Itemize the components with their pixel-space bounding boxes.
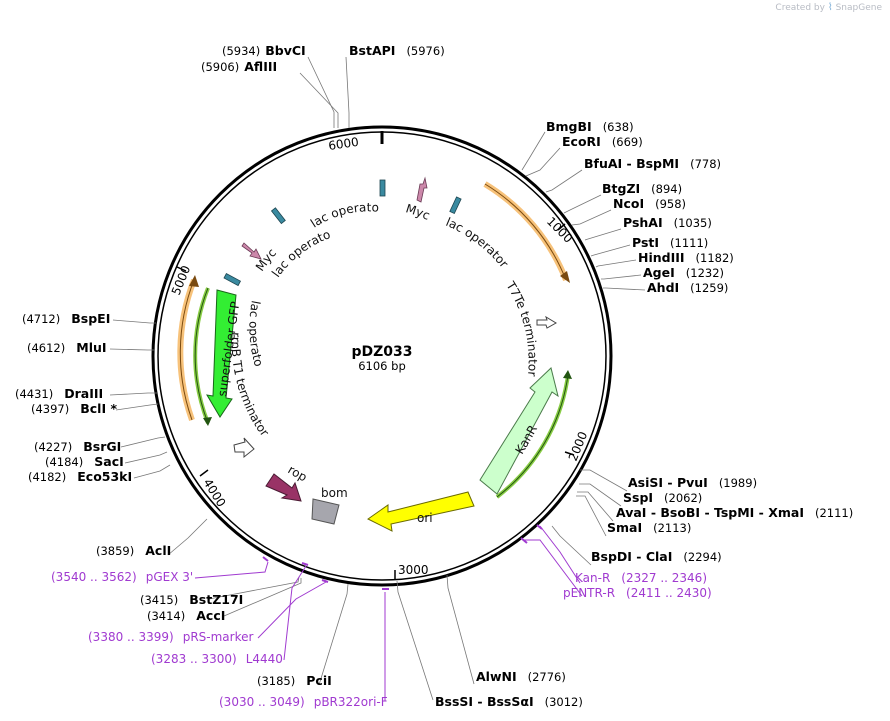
site-bspdi-clai: BspDI - ClaI(2294) [591, 549, 722, 564]
feature-lac-operator-1 [379, 179, 386, 197]
orf-highlight-upper-line [484, 183, 567, 281]
plasmid-name: pDZ033 [351, 344, 412, 360]
site-alwni: AlwNI(2776) [476, 669, 566, 684]
orf-arrow-gfp [203, 417, 212, 426]
site-mlui: (4612)MluI [27, 340, 107, 355]
site-agei: AgeI(1232) [643, 265, 724, 280]
label-lac-operator-1: lac operator [0, 0, 379, 231]
label-lac-operator-2: lac operator [0, 0, 332, 280]
primer-labels: Kan-R(2327 .. 2346) pENTR-R(2411 .. 2430… [51, 570, 712, 709]
site-bbvci: (5934)BbvCI [222, 43, 306, 58]
site-bspei: (4712)BspEI [22, 311, 110, 326]
site-afliii: (5906)AflIII [201, 59, 277, 74]
site-avai-bsobi-tspmi-xmai: AvaI - BsoBI - TspMI - XmaI(2111) [616, 505, 853, 520]
site-bstapi: BstAPI(5976) [349, 43, 445, 58]
primer-pbr322ori-f: (3030 .. 3049)pBR322ori-F [219, 695, 388, 709]
watermark-created-by: Created by [775, 3, 825, 13]
feature-bom [311, 498, 340, 525]
feature-t7te-terminator [536, 315, 557, 329]
site-bcli: (4397)BclI * [31, 401, 117, 416]
site-bstz17i: (3415)BstZ17I [140, 592, 243, 607]
primer-pentr-r: pENTR-R(2411 .. 2430) [563, 586, 712, 600]
tick-3000: 3000 [394, 563, 429, 580]
site-ahdi: AhdI(1259) [647, 280, 728, 295]
primer-prs-marker: (3380 .. 3399)pRS-marker [88, 630, 253, 644]
site-pshai: PshAI(1035) [623, 215, 712, 230]
feature-kanr [479, 367, 559, 495]
site-bsssi-bsssai: BssSI - BssSαI(3012) [435, 694, 583, 709]
feature-gfp [206, 289, 237, 418]
site-bfuai-bspmi: BfuAI - BspMI(778) [584, 156, 721, 171]
site-hindiii: HindIII(1182) [638, 250, 734, 265]
label-bom: bom [321, 486, 348, 500]
site-labels: (5934)BbvCI (5906)AflIII BstAPI(5976) Bm… [15, 43, 853, 709]
site-smai: SmaI(2113) [607, 520, 691, 535]
feature-lac-operator-2 [270, 207, 286, 225]
primer-pgex-3: (3540 .. 3562)pGEX 3' [51, 570, 193, 584]
watermark-app-name: SnapGene [835, 3, 882, 13]
feature-rop [265, 473, 302, 502]
site-draiii: (4431)DraIII [15, 386, 103, 401]
feature-lac-operator-4 [223, 273, 242, 287]
site-bmgbi: BmgBI(638) [546, 119, 634, 134]
orf-arrow-left [189, 275, 199, 287]
plasmid-length: 6106 bp [358, 359, 406, 373]
orf-line-gfp-inner [194, 287, 209, 424]
site-ecori: EcoRI(669) [562, 134, 643, 149]
feature-rrnb-terminator [233, 437, 255, 459]
tick-4000: 4000 [199, 469, 229, 509]
orf-highlight-left-line [179, 279, 195, 421]
site-acli: (3859)AclI [96, 543, 171, 558]
primer-marks [262, 524, 543, 590]
snapgene-logo-icon: ⌇ [827, 2, 833, 13]
orf-arrow-kanr [563, 370, 572, 379]
site-sspi: SspI(2062) [623, 490, 702, 505]
label-rop: rop [286, 462, 310, 484]
label-myc-1: Myc [404, 201, 432, 222]
snapgene-watermark: Created by ⌇ SnapGene [775, 2, 882, 13]
label-lac-operator-3: lac operator [444, 215, 511, 271]
site-acci: (3414)AccI [147, 608, 225, 623]
site-asisi-pvui: AsiSI - PvuI(1989) [628, 475, 757, 490]
primer-l4440: (3283 .. 3300)L4440 [151, 652, 283, 666]
feature-ori [367, 491, 475, 532]
backbone-outer [151, 125, 613, 587]
orf-line-kanr-inner [496, 374, 569, 498]
feature-lac-operator-3 [449, 196, 462, 215]
primer-kan-r: Kan-R(2327 .. 2346) [575, 571, 707, 585]
feature-myc-2 [241, 242, 262, 260]
tick-label-3000: 3000 [398, 563, 429, 577]
site-bsrgi: (4227)BsrGI [34, 439, 121, 454]
label-ori: ori [417, 511, 433, 525]
site-leaders [109, 56, 646, 701]
site-psti: PstI(1111) [632, 235, 708, 250]
tick-label-6000: 6000 [327, 135, 359, 153]
site-saci: (4184)SacI [45, 454, 124, 469]
site-pcii: (3185)PciI [257, 673, 332, 688]
site-ncoi: NcoI(958) [613, 196, 686, 211]
orf-arrow-upper [560, 271, 570, 283]
feature-myc-1 [416, 176, 428, 203]
primer-leaders [194, 525, 583, 701]
site-eco53ki: (4182)Eco53kI [28, 469, 132, 484]
site-btgzi: BtgZI(894) [602, 181, 682, 196]
tick-6000: 6000 [327, 135, 359, 153]
label-t7te-terminator: T7Te terminator [503, 278, 540, 377]
